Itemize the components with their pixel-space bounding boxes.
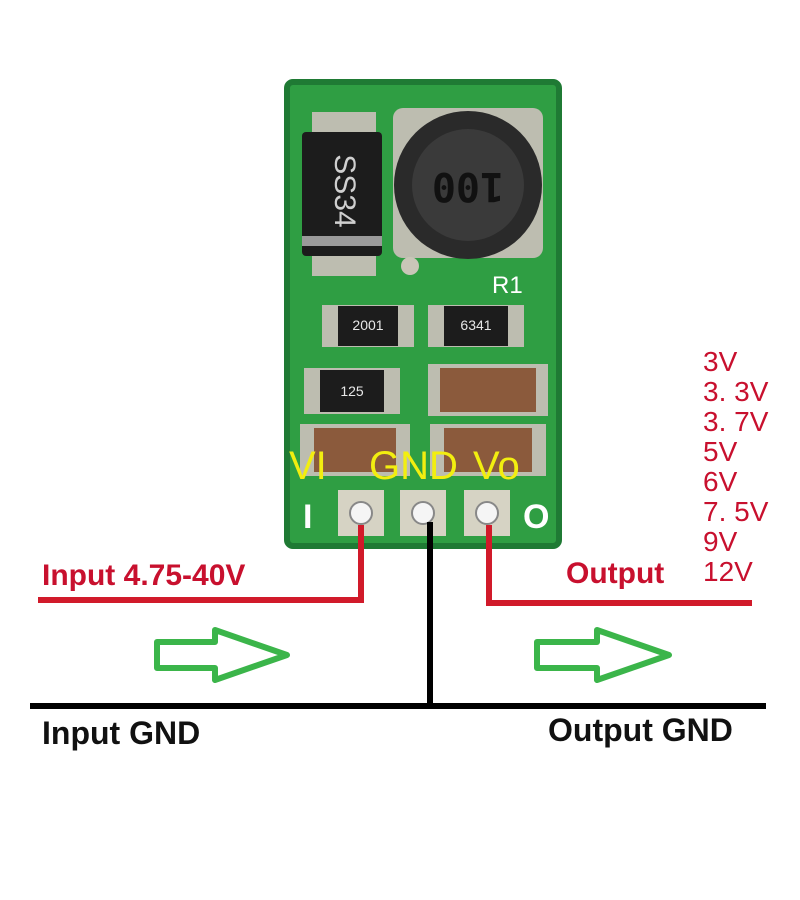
- inductor-component: [393, 108, 543, 275]
- pcb-edge-shadow: [284, 79, 562, 549]
- voltage-option: 6V: [703, 466, 738, 497]
- resistor-3-body: [320, 370, 384, 412]
- pin-label-vi: VI: [289, 444, 327, 488]
- inductor-via: [401, 257, 419, 275]
- output-wire: [486, 525, 752, 606]
- silk-output-mark: O: [523, 498, 550, 536]
- pin-label-gnd: GND: [369, 444, 458, 488]
- input-voltage-label: Input 4.75-40V: [42, 559, 246, 592]
- inductor-marking: 100: [431, 163, 505, 209]
- capacitor-3-body: [444, 428, 532, 472]
- resistor-3-marking: 125: [340, 383, 364, 399]
- resistor-1-body: [338, 306, 398, 346]
- voltage-option: 3. 3V: [703, 376, 769, 407]
- silk-input-mark: I: [303, 498, 313, 536]
- output-label: Output: [566, 557, 665, 590]
- resistor-2-marking: 6341: [460, 317, 492, 333]
- pin-gnd-hole: [411, 501, 435, 525]
- resistor-row-2: [304, 364, 548, 416]
- resistor-1-marking: 2001: [352, 317, 384, 333]
- diode-cathode-band: [302, 236, 382, 246]
- input-wire: [38, 525, 364, 603]
- wiring: [30, 522, 766, 709]
- pin-vo-hole: [475, 501, 499, 525]
- capacitor-row: [300, 424, 546, 476]
- output-arrow-icon: [534, 627, 672, 683]
- input-arrow-icon: [154, 627, 290, 683]
- voltage-option: 7. 5V: [703, 496, 769, 527]
- output-gnd-label: Output GND: [548, 712, 733, 748]
- pin-label-vo: Vo: [473, 444, 520, 488]
- pin-vi-hole: [349, 501, 373, 525]
- resistor-2-body: [444, 306, 508, 346]
- diode-body: [302, 132, 382, 256]
- resistor-row-1: [322, 305, 524, 347]
- direction-arrows: [154, 627, 672, 683]
- output-voltage-list: 3V 3. 3V 3. 7V 5V 6V 7. 5V 9V 12V: [703, 347, 768, 587]
- inductor-core: [412, 129, 524, 241]
- voltage-option: 9V: [703, 526, 738, 557]
- capacitor-2-body: [314, 428, 396, 472]
- voltage-option: 3V: [703, 346, 738, 377]
- voltage-option: 12V: [703, 556, 753, 587]
- voltage-option: 3. 7V: [703, 406, 769, 437]
- capacitor-1-body: [440, 368, 536, 412]
- r1-label: R1: [492, 272, 523, 299]
- diode-marking: SS34: [328, 154, 361, 228]
- diode-component: [302, 112, 382, 276]
- voltage-option: 5V: [703, 436, 738, 467]
- input-gnd-label: Input GND: [42, 715, 201, 751]
